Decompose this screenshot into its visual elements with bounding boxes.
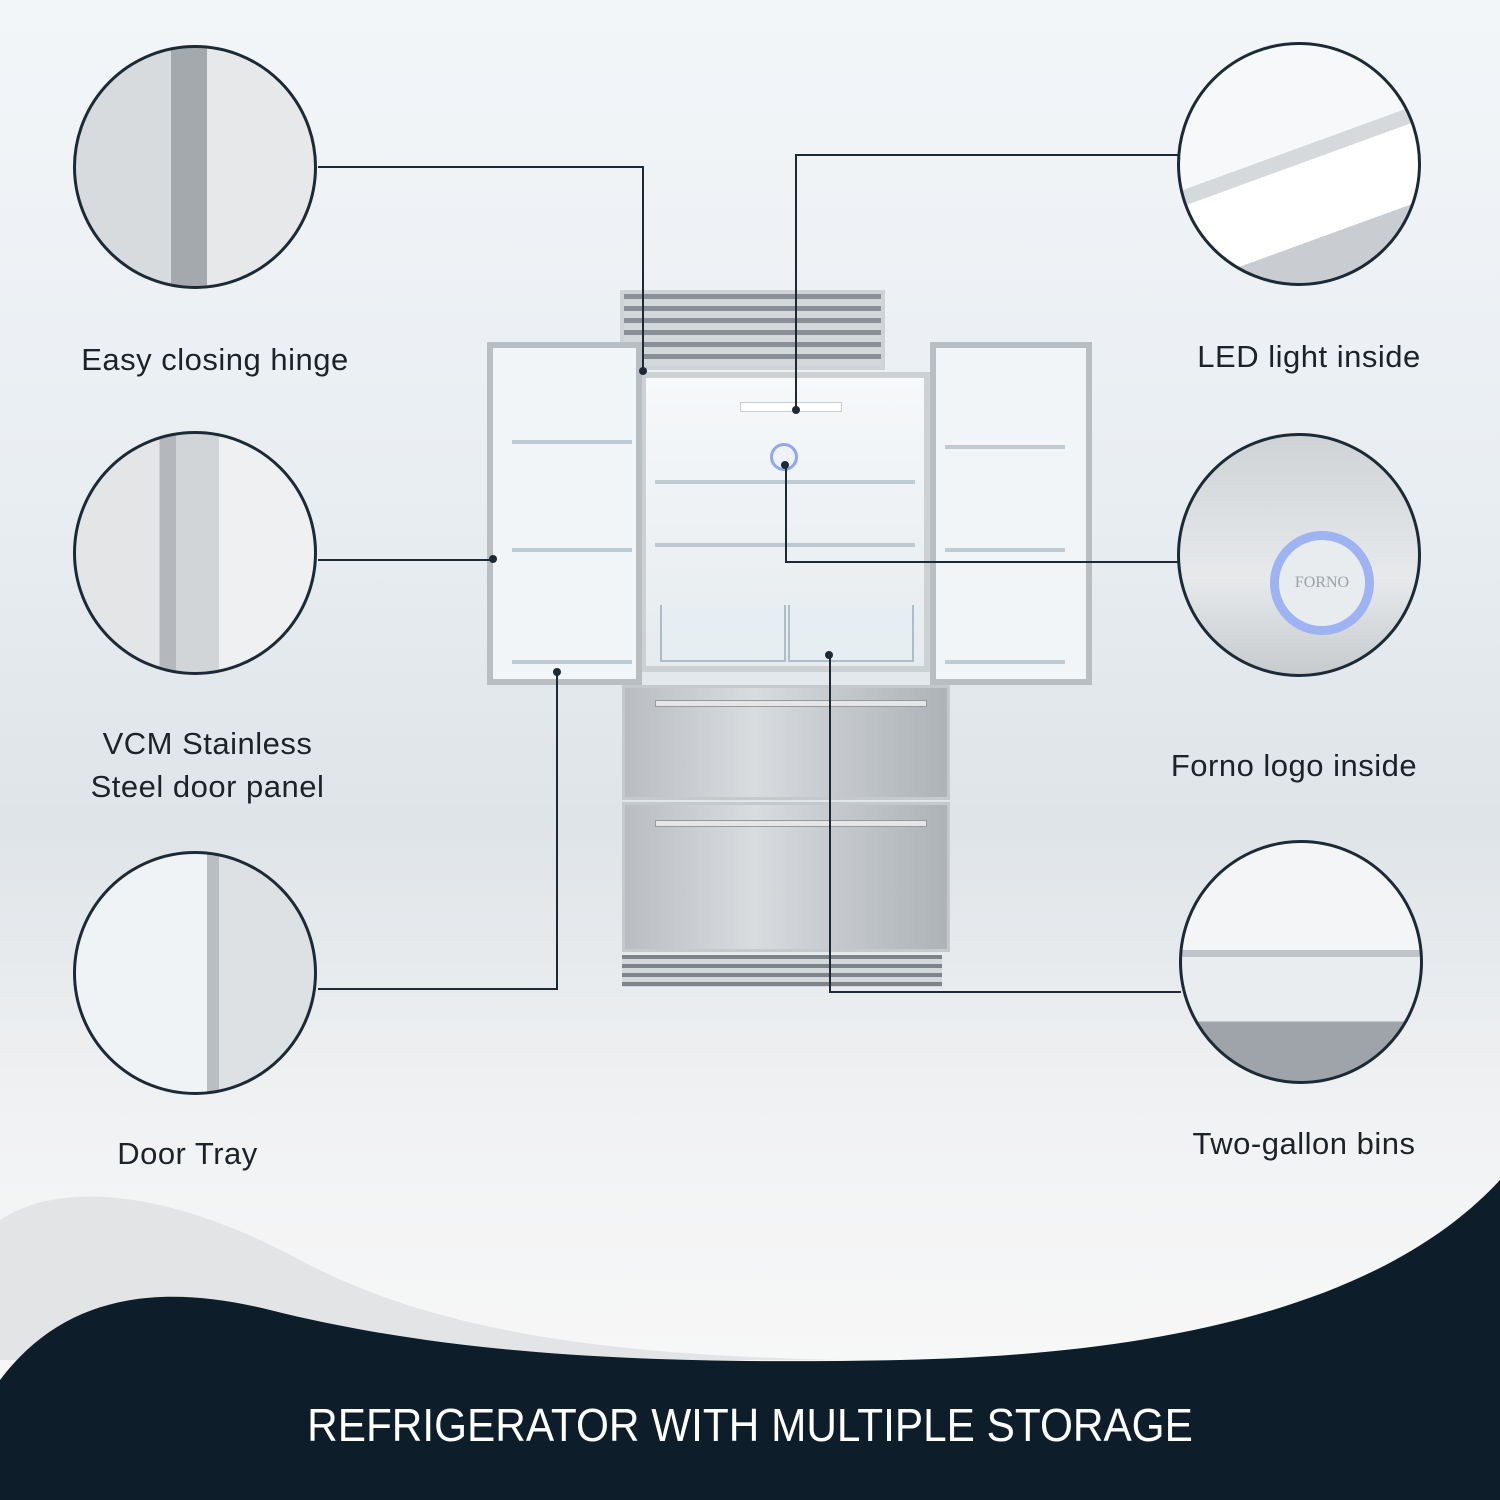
lower-drawer xyxy=(622,802,950,952)
label-led: LED light inside xyxy=(1197,339,1421,374)
bins-detail-image xyxy=(1179,840,1423,1084)
label-bins: Two-gallon bins xyxy=(1192,1126,1416,1161)
forno-logo: FORNO xyxy=(1270,531,1374,635)
right-door xyxy=(930,342,1092,685)
bottom-grille xyxy=(622,955,942,987)
led-light-detail-image xyxy=(1177,42,1421,286)
label-hinge: Easy closing hinge xyxy=(81,342,349,377)
door-panel-detail-image xyxy=(73,431,317,675)
bottom-wave xyxy=(0,1180,1500,1500)
label-door-tray: Door Tray xyxy=(117,1136,258,1171)
top-grille xyxy=(620,290,885,370)
label-door-panel-line2: Steel door panel xyxy=(90,769,325,804)
banner-title: REFRIGERATOR WITH MULTIPLE STORAGE xyxy=(307,1399,1193,1451)
label-door-panel-line1: VCM Stainless xyxy=(102,726,313,761)
left-door xyxy=(487,342,642,685)
door-tray-detail-image xyxy=(73,851,317,1095)
label-logo: Forno logo inside xyxy=(1170,748,1418,783)
forno-logo-detail-image: FORNO xyxy=(1177,433,1421,677)
led-light-bar xyxy=(740,402,842,412)
hinge-detail-image xyxy=(73,45,317,289)
